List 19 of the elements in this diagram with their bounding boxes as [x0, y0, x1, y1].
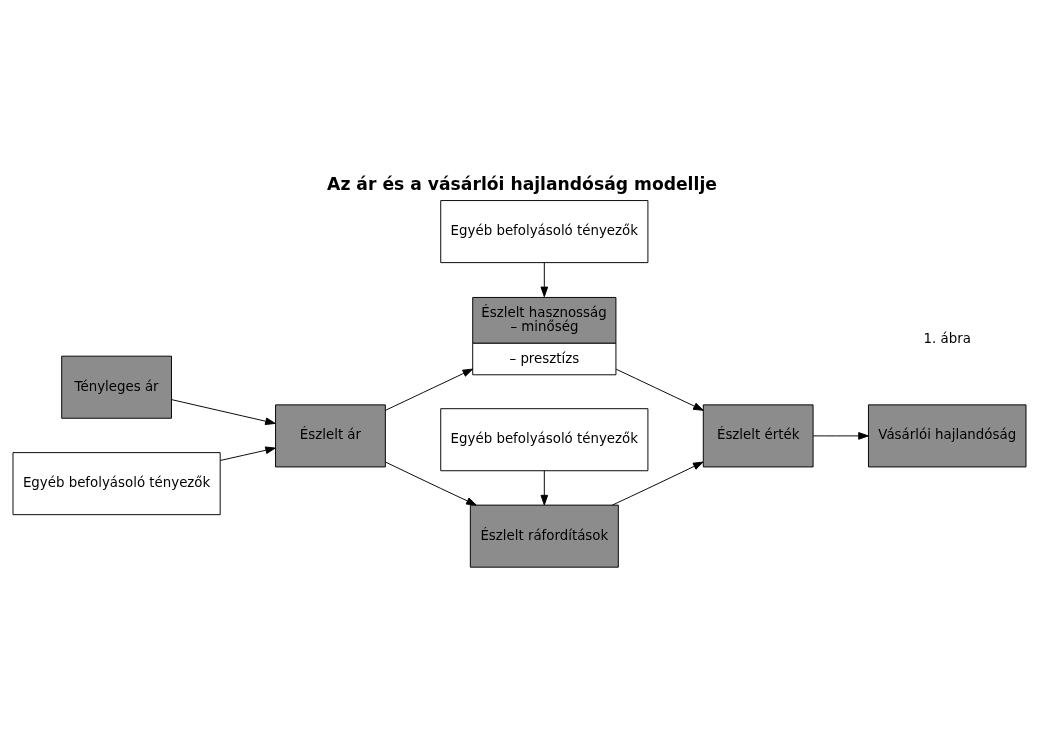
node-box: Tényleges ár [61, 355, 172, 419]
arrow [219, 446, 276, 461]
label: 1. ábra [923, 331, 971, 346]
diagram-title: Az ár és a vásárlói hajlandóság modellje [327, 174, 717, 195]
node-box: Egyéb befolyásoló tényezők [440, 408, 649, 472]
arrow [384, 368, 474, 411]
arrow [540, 262, 549, 298]
node-box: Észlelt ráfordítások [469, 504, 619, 568]
node-box: Észlelt érték [702, 404, 814, 468]
arrow [385, 461, 477, 506]
arrow [615, 368, 704, 411]
arrow [611, 461, 704, 506]
arrow [812, 432, 869, 440]
node-box: Egyéb befolyásoló tényezők [440, 200, 649, 264]
node-box: Vásárlói hajlandóság [868, 404, 1027, 468]
arrow [540, 470, 549, 506]
node-box: Észlelt ár [275, 404, 386, 468]
arrow [171, 399, 276, 426]
node-box: Egyéb befolyásoló tényezők [12, 452, 221, 516]
